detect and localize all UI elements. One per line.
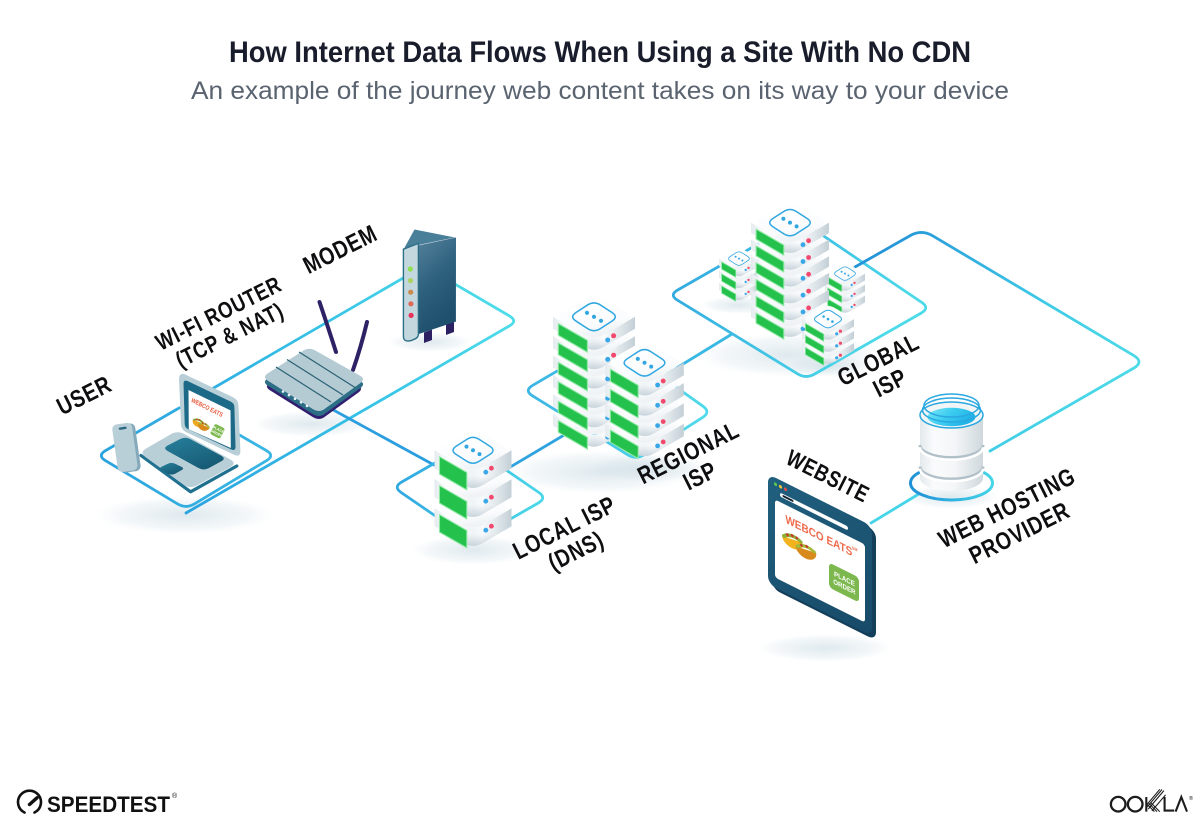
svg-text:How Internet Data Flows When U: How Internet Data Flows When Using a Sit…: [229, 36, 971, 69]
svg-text:USER: USER: [52, 370, 116, 420]
svg-text:SM: SM: [852, 545, 858, 553]
svg-text:®: ®: [1189, 795, 1193, 802]
svg-text:ORDER: ORDER: [210, 429, 224, 439]
svg-text:PLACE: PLACE: [212, 425, 225, 434]
svg-text:®: ®: [172, 792, 178, 800]
svg-text:An example of the journey web: An example of the journey web content ta…: [191, 77, 1009, 105]
svg-text:MODEM: MODEM: [299, 219, 382, 279]
svg-text:SPEEDTEST: SPEEDTEST: [47, 792, 171, 817]
